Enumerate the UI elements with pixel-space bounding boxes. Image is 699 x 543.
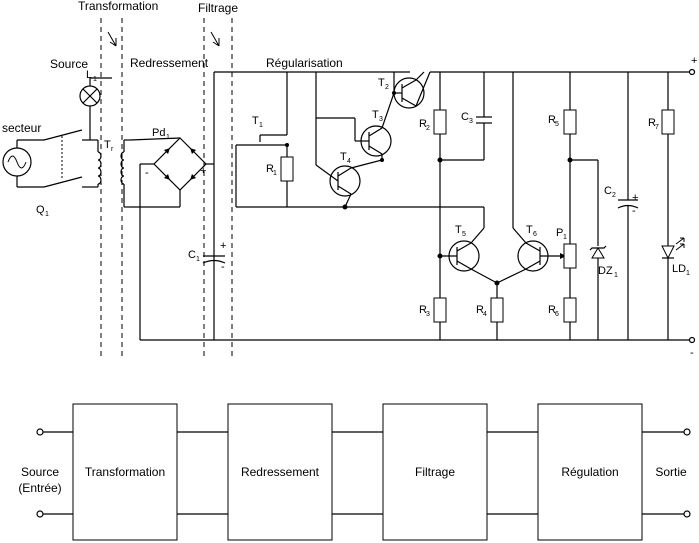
c2-plus-sign: + <box>632 192 638 204</box>
svg-text:3: 3 <box>379 116 383 123</box>
svg-text:6: 6 <box>533 231 537 238</box>
block-source-label-2: (Entrée) <box>18 481 61 495</box>
block-diagram <box>36 403 691 541</box>
block-output-label: Sortie <box>655 465 687 479</box>
section-label-regularisation: Régularisation <box>266 56 343 70</box>
block-regulation <box>537 403 643 541</box>
section-label-source: Source <box>50 57 88 71</box>
transistor-t3 <box>315 72 395 160</box>
junction-dots <box>285 91 573 286</box>
svg-text:5: 5 <box>462 231 466 238</box>
label-p1: P <box>556 227 563 239</box>
label-l1: L <box>86 69 92 81</box>
label-c2: C <box>604 185 612 197</box>
label-t2: T <box>378 77 385 89</box>
svg-text:3: 3 <box>426 311 430 318</box>
c2-minus-sign: - <box>632 205 636 217</box>
label-c1: C <box>188 249 196 261</box>
section-label-secteur: secteur <box>2 121 41 135</box>
svg-text:1: 1 <box>273 170 277 177</box>
label-t6: T <box>526 224 533 236</box>
svg-text:1: 1 <box>259 122 263 129</box>
svg-text:2: 2 <box>385 84 389 91</box>
block-filtrage <box>382 403 488 541</box>
svg-text:5: 5 <box>555 121 559 128</box>
block-label-regulation: Régulation <box>561 465 618 479</box>
svg-text:1: 1 <box>45 211 49 218</box>
label-r4: R <box>476 304 484 316</box>
label-t5: T <box>455 224 462 236</box>
output-minus-sign: - <box>690 347 694 359</box>
capacitor-c1 <box>202 255 226 264</box>
svg-text:2: 2 <box>612 192 616 199</box>
svg-text:1: 1 <box>563 234 567 241</box>
section-separators <box>100 18 233 360</box>
svg-text:4: 4 <box>483 311 487 318</box>
label-pd1: Pd <box>152 127 165 139</box>
label-r6: R <box>548 304 556 316</box>
transistor-t6 <box>496 72 566 284</box>
switch-q1 <box>43 129 90 188</box>
section-label-transformation: Transformation <box>78 0 158 13</box>
bridge-rectifier-pd1 <box>129 137 214 340</box>
svg-text:1: 1 <box>93 76 97 83</box>
block-label-transformation: Transformation <box>85 465 165 479</box>
section-label-redressement: Redressement <box>130 56 209 70</box>
label-ld1: LD <box>672 263 686 275</box>
transformer-tr <box>90 139 130 208</box>
svg-text:3: 3 <box>469 118 473 125</box>
svg-text:7: 7 <box>655 124 659 131</box>
block-label-redressement: Redressement <box>241 465 320 479</box>
transistor-t2 <box>393 71 431 109</box>
c1-minus-sign: - <box>221 261 225 273</box>
t1-r1-network <box>235 72 484 208</box>
lamp-l1 <box>79 77 112 140</box>
ac-source <box>2 139 44 188</box>
bridge-plus-sign: + <box>200 165 206 177</box>
svg-text:1: 1 <box>196 256 200 263</box>
label-dz1: DZ <box>598 265 613 277</box>
r2-c3-network <box>433 72 492 256</box>
svg-text:1: 1 <box>614 272 618 279</box>
label-r7: R <box>648 117 656 129</box>
label-t3: T <box>372 109 379 121</box>
c1-plus-sign: + <box>220 240 226 252</box>
label-r2: R <box>419 118 427 130</box>
label-r3: R <box>419 304 427 316</box>
r5-p1-r6-chain <box>563 72 598 340</box>
capacitor-c2 <box>617 72 639 340</box>
main-rails <box>140 68 696 344</box>
svg-text:1: 1 <box>686 270 690 277</box>
label-t4: T <box>340 151 347 163</box>
svg-text:r: r <box>111 146 114 153</box>
resistor-r4 <box>490 283 504 340</box>
block-redressement <box>227 403 333 541</box>
svg-text:4: 4 <box>347 158 351 165</box>
block-transformation <box>72 403 178 541</box>
svg-text:2: 2 <box>426 125 430 132</box>
r7-ld1-chain <box>661 72 685 340</box>
label-r5: R <box>548 114 556 126</box>
svg-text:1: 1 <box>166 134 170 141</box>
label-q1: Q <box>36 204 45 216</box>
label-c3: C <box>461 111 469 123</box>
zener-dz1 <box>589 160 607 340</box>
block-label-filtrage: Filtrage <box>415 465 455 479</box>
transistor-t5 <box>433 207 498 340</box>
bridge-minus-sign: - <box>145 167 149 179</box>
svg-text:6: 6 <box>555 311 559 318</box>
section-label-filtrage: Filtrage <box>198 1 238 15</box>
label-r1: R <box>266 163 274 175</box>
label-t1: T <box>252 115 259 127</box>
label-tr: T <box>104 139 111 151</box>
output-plus-sign: + <box>691 55 697 67</box>
block-source-label-1: Source <box>21 465 59 479</box>
